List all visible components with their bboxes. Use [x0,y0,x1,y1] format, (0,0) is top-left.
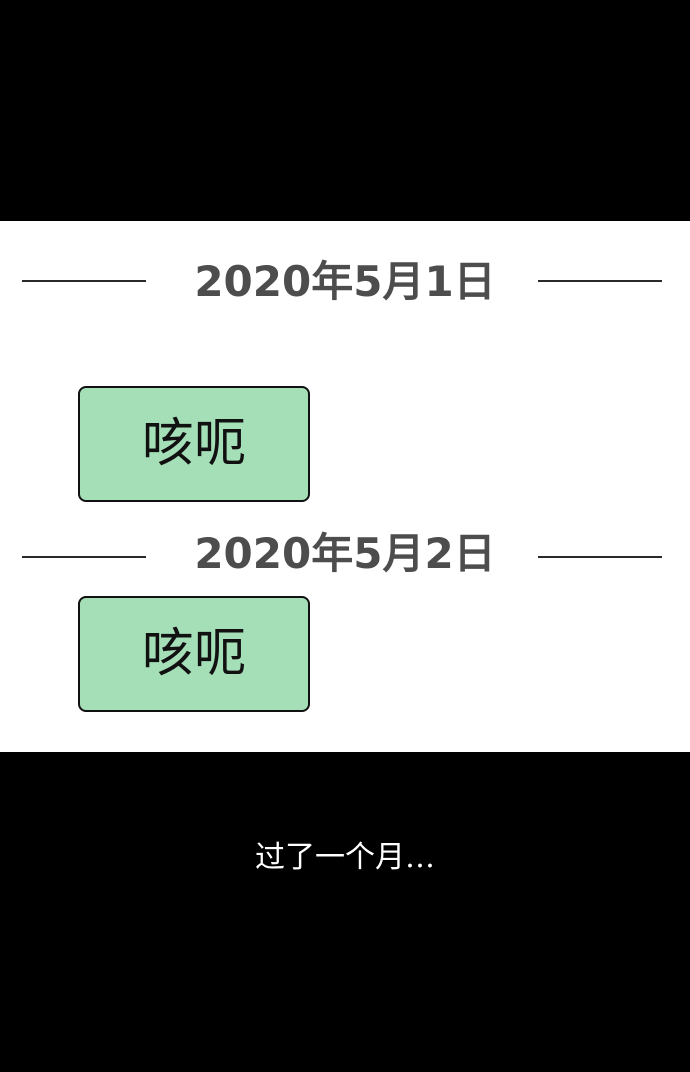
date-label: 2020年5月2日 [194,529,496,578]
date-divider-right [538,556,662,558]
top-black-band [0,0,690,221]
message-bubble: 咳呃 [78,596,310,712]
date-divider-left [22,556,146,558]
message-bubble: 咳呃 [78,386,310,502]
caption-text: 过了一个月… [255,840,435,875]
date-label: 2020年5月1日 [194,257,496,306]
bottom-black-band [0,752,690,1072]
date-divider-left [22,280,146,282]
message-text: 咳呃 [141,414,246,474]
date-divider-right [538,280,662,282]
message-text: 咳呃 [141,624,246,684]
